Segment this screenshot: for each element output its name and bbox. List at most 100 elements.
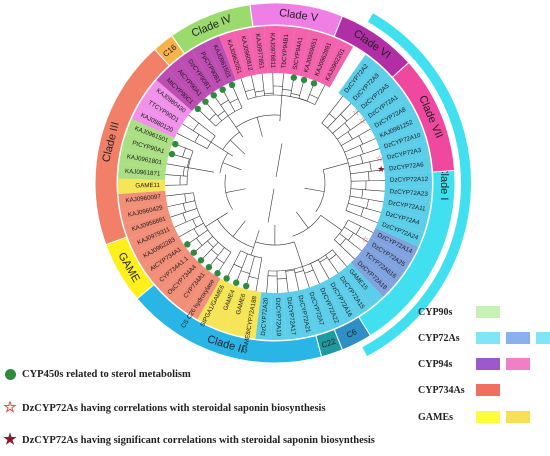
branch	[344, 249, 355, 260]
branch	[223, 251, 232, 264]
branch	[184, 193, 187, 203]
branch	[306, 94, 310, 102]
leaf-band	[167, 58, 208, 104]
branch	[360, 226, 374, 233]
branch	[360, 154, 364, 164]
leaf-band	[121, 133, 171, 159]
leaf-band	[138, 92, 186, 129]
branch	[201, 236, 213, 246]
branch	[316, 84, 326, 102]
key-games: GAMEs	[418, 411, 536, 423]
branch	[196, 237, 203, 246]
branch	[328, 113, 336, 120]
leaf-band	[128, 222, 177, 254]
leaf-band	[240, 290, 262, 339]
branch	[363, 207, 382, 213]
sterol-dot-icon	[243, 282, 250, 290]
branch	[349, 195, 369, 200]
leaf-band	[197, 278, 231, 327]
branch	[279, 95, 283, 122]
branch	[166, 163, 188, 168]
leaf-label: DzCYP72A17	[285, 297, 297, 336]
branch	[362, 189, 385, 192]
branch	[344, 226, 354, 234]
swatch	[506, 358, 530, 370]
branch	[227, 115, 244, 138]
branch	[361, 189, 364, 199]
branch	[182, 213, 187, 223]
branch	[225, 188, 246, 193]
sterol-dot-icon	[233, 279, 240, 286]
branch	[186, 200, 195, 203]
branch	[216, 257, 225, 264]
branch	[244, 91, 249, 100]
sterol-dot-icon	[190, 249, 197, 256]
branch	[239, 101, 243, 109]
leaf-band	[118, 178, 166, 195]
branch	[193, 130, 212, 143]
branch	[350, 188, 363, 190]
leaf-band	[310, 34, 340, 83]
branch	[249, 256, 255, 274]
sterol-dot-icon	[210, 92, 217, 99]
branch	[369, 161, 372, 172]
key-cyp72as: CYP72As	[418, 332, 550, 344]
branch	[336, 131, 348, 140]
branch	[193, 192, 232, 253]
open-star-icon: ☆	[358, 116, 366, 126]
branch	[332, 122, 345, 134]
branch	[332, 249, 337, 255]
leaf-label: DzCYP72A12	[390, 176, 429, 184]
open-star-icon: ☆	[361, 235, 369, 245]
branch	[321, 122, 352, 211]
branch	[188, 167, 215, 173]
branch	[234, 250, 241, 262]
leaf-band	[354, 74, 399, 116]
branch	[358, 128, 371, 137]
leaf-band	[264, 26, 280, 74]
branch	[217, 110, 225, 117]
branch	[347, 119, 366, 133]
sterol-dot-icon	[290, 74, 297, 81]
branch	[233, 263, 243, 269]
branch	[341, 135, 359, 146]
branch	[336, 254, 347, 267]
branch	[334, 239, 346, 251]
key-cyp94s: CYP94s	[418, 358, 536, 370]
branch	[222, 162, 242, 171]
branch	[170, 211, 186, 218]
leaf-band	[156, 68, 200, 111]
leaf-band	[123, 211, 173, 240]
leaf-band	[364, 237, 412, 274]
open-star-icon: ☆	[352, 108, 360, 118]
legend-text: CYP450s related to sterol metabolism	[22, 368, 191, 380]
leaf-label: KAJ0960097	[125, 193, 162, 204]
branch	[347, 131, 353, 140]
leaf-band	[178, 50, 217, 97]
swatch	[506, 411, 530, 423]
branches	[165, 73, 385, 293]
branch	[257, 257, 263, 279]
branch	[368, 199, 384, 203]
branch	[357, 214, 378, 224]
branch	[229, 98, 239, 104]
branch	[294, 269, 300, 291]
branch	[187, 192, 194, 194]
leaf-band	[304, 285, 332, 335]
branch	[266, 272, 269, 293]
branch	[358, 135, 364, 145]
branch	[360, 148, 380, 156]
branch	[344, 110, 359, 124]
leaf-band	[282, 291, 302, 340]
leaf-band	[120, 201, 169, 225]
legend-item-sterol: CYP450s related to sterol metabolism	[4, 368, 191, 380]
branch	[230, 139, 245, 155]
branch	[347, 232, 354, 241]
leaf-band	[324, 276, 359, 324]
branch	[328, 254, 337, 261]
branch	[213, 242, 219, 248]
leaf-label: DzCYP72A19	[274, 298, 282, 337]
leaf-band	[384, 185, 432, 203]
leaf-band	[377, 126, 427, 154]
